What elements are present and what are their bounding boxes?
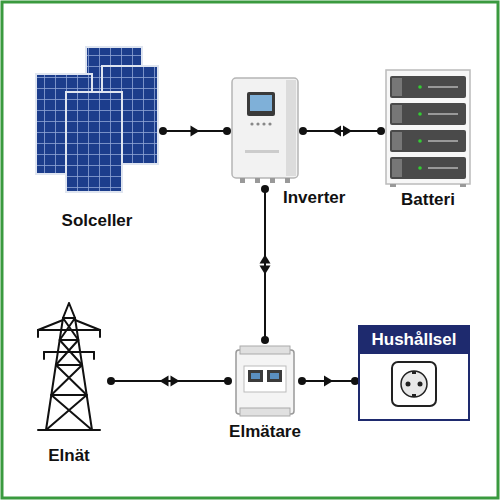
component-label: Elnät [48, 446, 90, 466]
power-connector [159, 126, 231, 137]
socket-icon-part [412, 371, 416, 374]
power-connector [299, 126, 385, 137]
household-box: Hushållsel [358, 325, 470, 421]
socket-icon-part [392, 362, 436, 406]
power-connector [107, 376, 232, 387]
box-heading: Hushållsel [360, 327, 468, 354]
inverter-drawing-part [247, 92, 275, 116]
arrow-head [260, 255, 271, 264]
socket-icon-part [418, 382, 423, 387]
component-label: Inverter [283, 188, 345, 208]
pylon-drawing-part [51, 318, 86, 395]
meter-drawing [236, 346, 294, 416]
solar-panel-drawing-part [66, 92, 122, 192]
solar-panel-drawing [36, 47, 158, 192]
battery-drawing-part [418, 112, 422, 116]
inverter-drawing-part [250, 95, 272, 111]
battery-drawing-part [418, 85, 422, 89]
pylon-drawing-part [46, 318, 92, 430]
power-connector [260, 185, 271, 344]
connector-line [111, 380, 228, 382]
connector-dot [107, 377, 115, 385]
battery-drawing-part [428, 86, 458, 88]
battery-drawing-part [428, 113, 458, 115]
battery-drawing-part [386, 70, 470, 184]
inverter-drawing [232, 78, 298, 183]
component-label: Solceller [62, 211, 133, 231]
battery-drawing-part [392, 132, 402, 150]
battery-drawing-part [390, 103, 466, 125]
meter-drawing-part [270, 373, 279, 379]
inverter-drawing-part [286, 80, 296, 176]
meter-drawing-part [240, 346, 290, 354]
connector-dot [261, 336, 269, 344]
inverter-drawing-part [285, 178, 290, 183]
meter-drawing-part [267, 370, 282, 382]
battery-drawing-part [390, 157, 466, 179]
battery-drawing-part [418, 166, 422, 170]
connector-dot [223, 127, 231, 135]
power-connector [298, 376, 359, 387]
component-label: Elmätare [229, 422, 301, 442]
arrow-head [171, 376, 180, 387]
battery-drawing-part [390, 76, 466, 98]
connector-dot [159, 127, 167, 135]
inverter-drawing-part [250, 122, 253, 125]
meter-drawing-part [244, 366, 286, 392]
meter-drawing-part [251, 373, 260, 379]
battery-drawing-part [392, 159, 402, 177]
meter-drawing-part [236, 350, 294, 414]
pylon-drawing-part [38, 429, 100, 431]
socket-icon-part [406, 382, 411, 387]
arrow-head [191, 126, 200, 137]
battery-drawing-part [460, 184, 466, 187]
socket-icon [392, 362, 436, 406]
inverter-drawing-part [232, 78, 298, 178]
inverter-drawing-part [262, 122, 265, 125]
battery-drawing [386, 70, 470, 187]
inverter-node: Inverter [230, 76, 300, 186]
inverter-drawing-part [240, 178, 245, 183]
meter-drawing-part [248, 370, 263, 382]
arrow-head [332, 126, 341, 137]
arrow-head [343, 126, 352, 137]
connector-line [264, 189, 266, 340]
connector-dot [298, 377, 306, 385]
pylon-drawing [38, 303, 100, 430]
battery-drawing-part [428, 167, 458, 169]
pylon-drawing-part [46, 303, 92, 430]
inverter-drawing-part [270, 178, 275, 183]
battery-drawing-part [392, 78, 402, 96]
inverter-drawing-part [245, 150, 279, 153]
battery-drawing-part [418, 139, 422, 143]
connector-dot [224, 377, 232, 385]
grid-node: Elnät [30, 300, 108, 432]
battery-node: Batteri [384, 68, 472, 188]
arrow-head [260, 266, 271, 275]
connector-line [303, 130, 381, 132]
inverter-drawing-part [268, 122, 271, 125]
meter-node: Elmätare [231, 343, 299, 419]
pylon-drawing-part [38, 330, 100, 359]
arrow-head [324, 376, 333, 387]
battery-drawing-part [428, 140, 458, 142]
inverter-drawing-part [255, 178, 260, 183]
component-label: Batteri [401, 190, 455, 210]
socket-icon-part [412, 394, 416, 397]
socket-icon-part [401, 371, 427, 397]
connector-dot [261, 185, 269, 193]
connector-dot [299, 127, 307, 135]
battery-drawing-part [392, 105, 402, 123]
battery-drawing-part [390, 130, 466, 152]
solar-panel-node: Solceller [34, 45, 160, 195]
connector-dot [377, 127, 385, 135]
battery-drawing-part [390, 184, 396, 187]
arrow-head [160, 376, 169, 387]
meter-drawing-part [240, 408, 290, 416]
inverter-drawing-part [256, 122, 259, 125]
